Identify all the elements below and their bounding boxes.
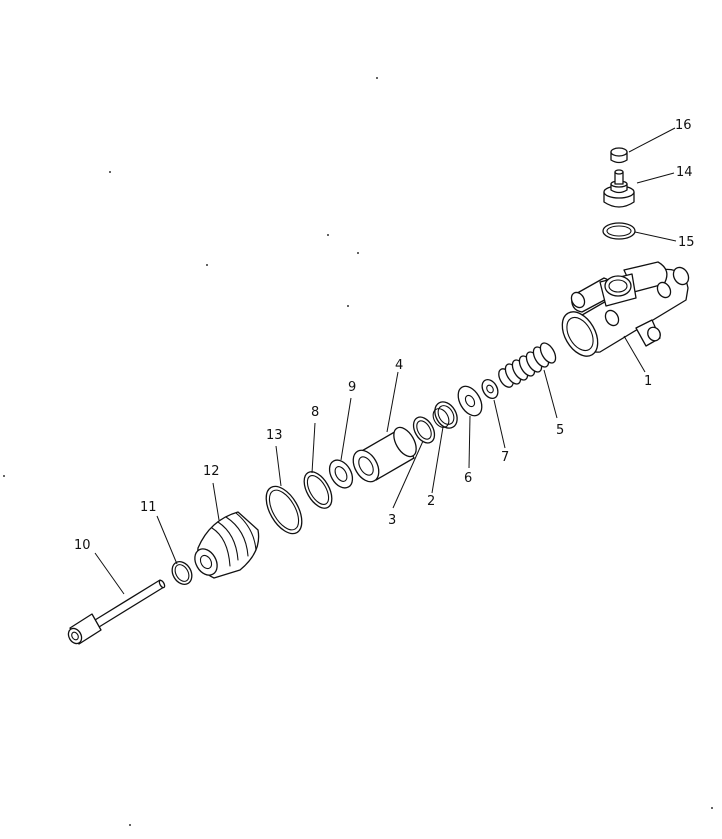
callout-8: 8: [311, 405, 319, 420]
part-9-washer: [328, 459, 354, 489]
part-12-dust-boot: [194, 511, 260, 579]
part-13-snap-ring: [265, 485, 303, 535]
part-15-o-ring: [602, 222, 636, 240]
part-16-cap: [610, 147, 628, 164]
callout-12: 12: [203, 464, 220, 479]
callout-3: 3: [388, 513, 396, 528]
part-10-push-rod: [67, 579, 166, 645]
scan-specks: [3, 77, 713, 826]
part-11-ring: [171, 561, 193, 585]
callout-15: 15: [678, 235, 695, 250]
part-7-washer: [481, 379, 499, 399]
part-3-cup-seal: [412, 416, 436, 444]
callout-7: 7: [501, 450, 509, 465]
callout-5: 5: [556, 423, 564, 438]
part-1-cylinder-body: [561, 261, 690, 357]
leader-lines: [94, 127, 677, 595]
callout-1: 1: [644, 374, 652, 389]
part-14-bleeder-screw: [603, 169, 635, 208]
callout-13: 13: [266, 428, 283, 443]
callout-2: 2: [427, 494, 435, 509]
part-8-snap-ring: [303, 471, 333, 509]
callout-6: 6: [464, 471, 472, 486]
callout-16: 16: [675, 118, 692, 133]
callout-4: 4: [395, 358, 403, 373]
callout-labels: 10 11 12 13 8 9 4 3 2 6 7 5 1 14 15 16: [74, 118, 695, 553]
part-5-spring: [498, 342, 557, 388]
callout-9: 9: [348, 380, 356, 395]
part-4-piston: [352, 426, 417, 483]
part-6-spring-seat: [457, 385, 483, 417]
part-2-seal: [432, 401, 458, 429]
callout-11: 11: [140, 500, 157, 515]
callout-10: 10: [74, 538, 91, 553]
callout-14: 14: [676, 165, 693, 180]
